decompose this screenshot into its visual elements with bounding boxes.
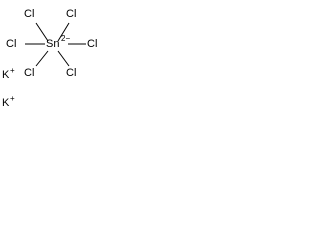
structure-canvas: Cl Cl Cl Cl Sn 2− Cl Cl K + K + bbox=[0, 0, 104, 117]
central-atom-charge: 2− bbox=[61, 34, 71, 43]
ligand-cl-bottom-right: Cl bbox=[66, 67, 77, 79]
ligand-cl-top-right: Cl bbox=[66, 8, 77, 20]
bond-sn-cl-bottom-left bbox=[35, 50, 49, 67]
bond-sn-cl-bottom-right bbox=[57, 50, 70, 67]
ligand-cl-left: Cl bbox=[6, 38, 17, 50]
counter-ion-k-1: K bbox=[2, 69, 10, 81]
bond-sn-cl-top-right bbox=[57, 22, 70, 42]
ligand-cl-bottom-left: Cl bbox=[24, 67, 35, 79]
bond-layer bbox=[25, 22, 86, 67]
counter-ion-k-2: K bbox=[2, 97, 10, 109]
counter-ion-k-2-charge: + bbox=[10, 94, 15, 103]
counter-ion-k-1-charge: + bbox=[10, 66, 15, 75]
bond-sn-cl-top-left bbox=[35, 22, 49, 42]
central-atom-sn: Sn bbox=[46, 38, 60, 50]
ligand-cl-right: Cl bbox=[87, 38, 98, 50]
ligand-cl-top-left: Cl bbox=[24, 8, 35, 20]
